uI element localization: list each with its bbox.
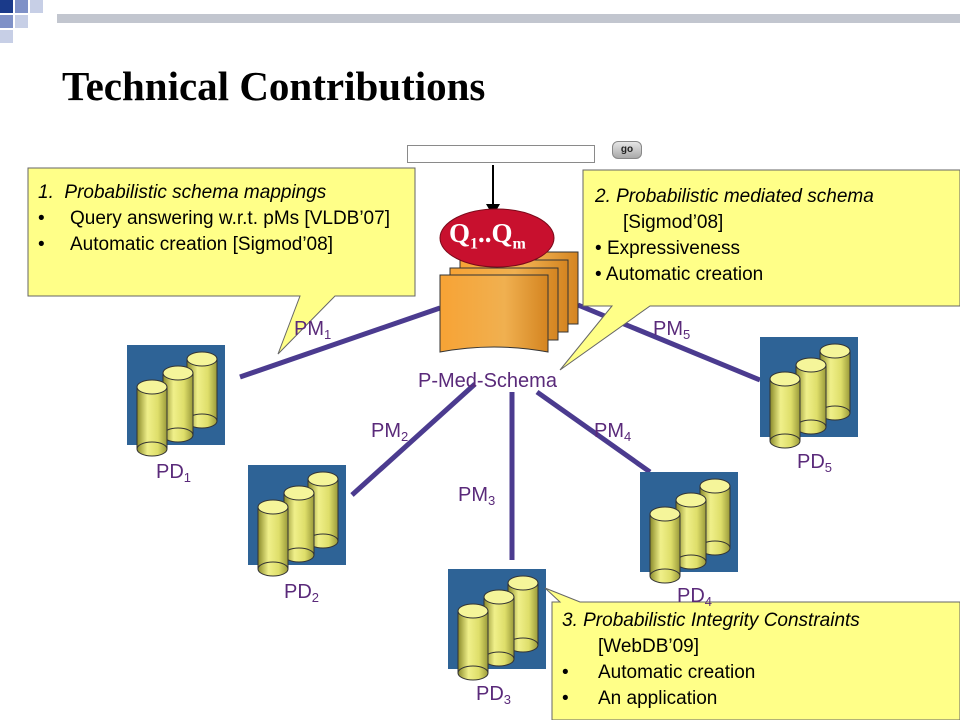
- callout-2-shape: [559, 169, 960, 371]
- mapping-label-5-sub: 5: [683, 327, 691, 342]
- mapping-line-2: [350, 382, 477, 497]
- callout-3-shape: [544, 587, 960, 720]
- callout-2: 2. Probabilistic mediated schema [Sigmod…: [595, 184, 955, 288]
- callout-2-ref: [Sigmod’08]: [623, 212, 724, 233]
- source-db-2: [248, 465, 346, 576]
- callout-2-item-2-text: Automatic creation: [605, 264, 764, 285]
- mapping-label-1-sub: 1: [324, 327, 332, 342]
- callout-1-heading: 1. Probabilistic schema mappings: [38, 182, 327, 203]
- callout-2-item-2: • Automatic creation: [595, 262, 955, 288]
- source-label-4-main: PD: [677, 585, 705, 607]
- corner-square-1: [0, 0, 13, 13]
- source-label-4: PD4: [677, 585, 712, 609]
- mapping-label-5: PM5: [653, 318, 690, 342]
- bullet-icon: •: [38, 234, 45, 255]
- mapping-label-1-main: PM: [294, 318, 324, 340]
- source-label-2-main: PD: [284, 581, 312, 603]
- mapping-label-3: PM3: [458, 484, 495, 508]
- query-oval: [439, 208, 555, 268]
- schema-label: P-Med-Schema: [418, 370, 557, 392]
- source-label-3-main: PD: [476, 683, 504, 705]
- source-label-1-main: PD: [156, 461, 184, 483]
- query-sep: ..: [478, 218, 492, 248]
- bullet-icon: •: [595, 264, 606, 285]
- source-label-5-sub: 5: [824, 460, 833, 475]
- bullet-icon: •: [562, 688, 569, 709]
- corner-square-3: [30, 0, 43, 13]
- callout-3-item-1-text: Automatic creation: [598, 662, 756, 683]
- source-label-5: PD5: [797, 451, 832, 475]
- source-label-4-sub: 4: [704, 594, 713, 609]
- source-db-1: [127, 345, 225, 456]
- corner-decoration: [0, 0, 960, 43]
- source-label-3: PD3: [476, 683, 511, 707]
- mapping-label-3-sub: 3: [488, 493, 496, 508]
- query-label: Q1..Qm: [449, 218, 526, 253]
- mapping-label-2-sub: 2: [401, 429, 409, 444]
- source-db-4: [640, 472, 738, 583]
- corner-square-4: [0, 15, 13, 28]
- source-label-2: PD2: [284, 581, 319, 605]
- callout-1-item-1-text: Query answering w.r.t. pMs [VLDB’07]: [70, 208, 390, 229]
- query-main: Q: [449, 218, 471, 248]
- source-label-3-sub: 3: [503, 692, 512, 707]
- bullet-icon: •: [38, 208, 45, 229]
- callout-1-item-2: • Automatic creation [Sigmod’08]: [38, 232, 410, 258]
- go-button[interactable]: go: [612, 141, 642, 159]
- source-db-3: [448, 569, 546, 680]
- mapping-label-4: PM4: [594, 420, 631, 444]
- query-input[interactable]: [407, 145, 595, 163]
- mapping-label-5-main: PM: [653, 318, 683, 340]
- bullet-icon: •: [595, 238, 607, 259]
- corner-square-6: [0, 30, 13, 43]
- callout-1-item-2-text: Automatic creation [Sigmod’08]: [70, 234, 333, 255]
- callout-1: 1. Probabilistic schema mappings • Query …: [38, 180, 410, 258]
- callout-2-item-1-text: Expressiveness: [606, 238, 740, 259]
- query-main2: Q: [491, 218, 513, 248]
- callout-3-ref: [WebDB’09]: [598, 636, 700, 657]
- source-label-1-sub: 1: [183, 470, 192, 485]
- mapping-label-1: PM1: [294, 318, 331, 342]
- callout-3-heading: 3. Probabilistic Integrity Constraints: [562, 610, 860, 631]
- corner-square-2: [15, 0, 28, 13]
- source-label-5-main: PD: [797, 451, 825, 473]
- mapping-label-2-main: PM: [371, 420, 401, 442]
- callout-1-item-1: • Query answering w.r.t. pMs [VLDB’07]: [38, 206, 410, 232]
- query-sub1: 1: [470, 235, 479, 253]
- title-bar-stripe: [57, 14, 960, 23]
- page-title: Technical Contributions: [62, 63, 486, 109]
- mapping-label-4-sub: 4: [624, 429, 632, 444]
- corner-square-5: [15, 15, 28, 28]
- callout-1-shape: [27, 167, 416, 355]
- callout-2-heading: 2. Probabilistic mediated schema: [595, 186, 874, 207]
- query-sub2: m: [512, 235, 526, 253]
- bullet-icon: •: [562, 662, 569, 683]
- mapping-label-3-main: PM: [458, 484, 488, 506]
- source-label-2-sub: 2: [311, 590, 320, 605]
- mediated-schema-icon: [439, 251, 579, 353]
- callout-2-item-1: • Expressiveness: [595, 236, 955, 262]
- mapping-label-2: PM2: [371, 420, 408, 444]
- mapping-line-4: [535, 389, 652, 475]
- source-db-5: [760, 337, 858, 448]
- callout-3: 3. Probabilistic Integrity Constraints […: [562, 608, 957, 712]
- callout-3-item-2-text: An application: [598, 688, 718, 709]
- callout-3-item-2: • An application: [562, 686, 957, 712]
- mapping-line-1: [239, 305, 441, 380]
- callout-3-item-1: • Automatic creation: [562, 660, 957, 686]
- source-label-1: PD1: [156, 461, 191, 485]
- mapping-label-4-main: PM: [594, 420, 624, 442]
